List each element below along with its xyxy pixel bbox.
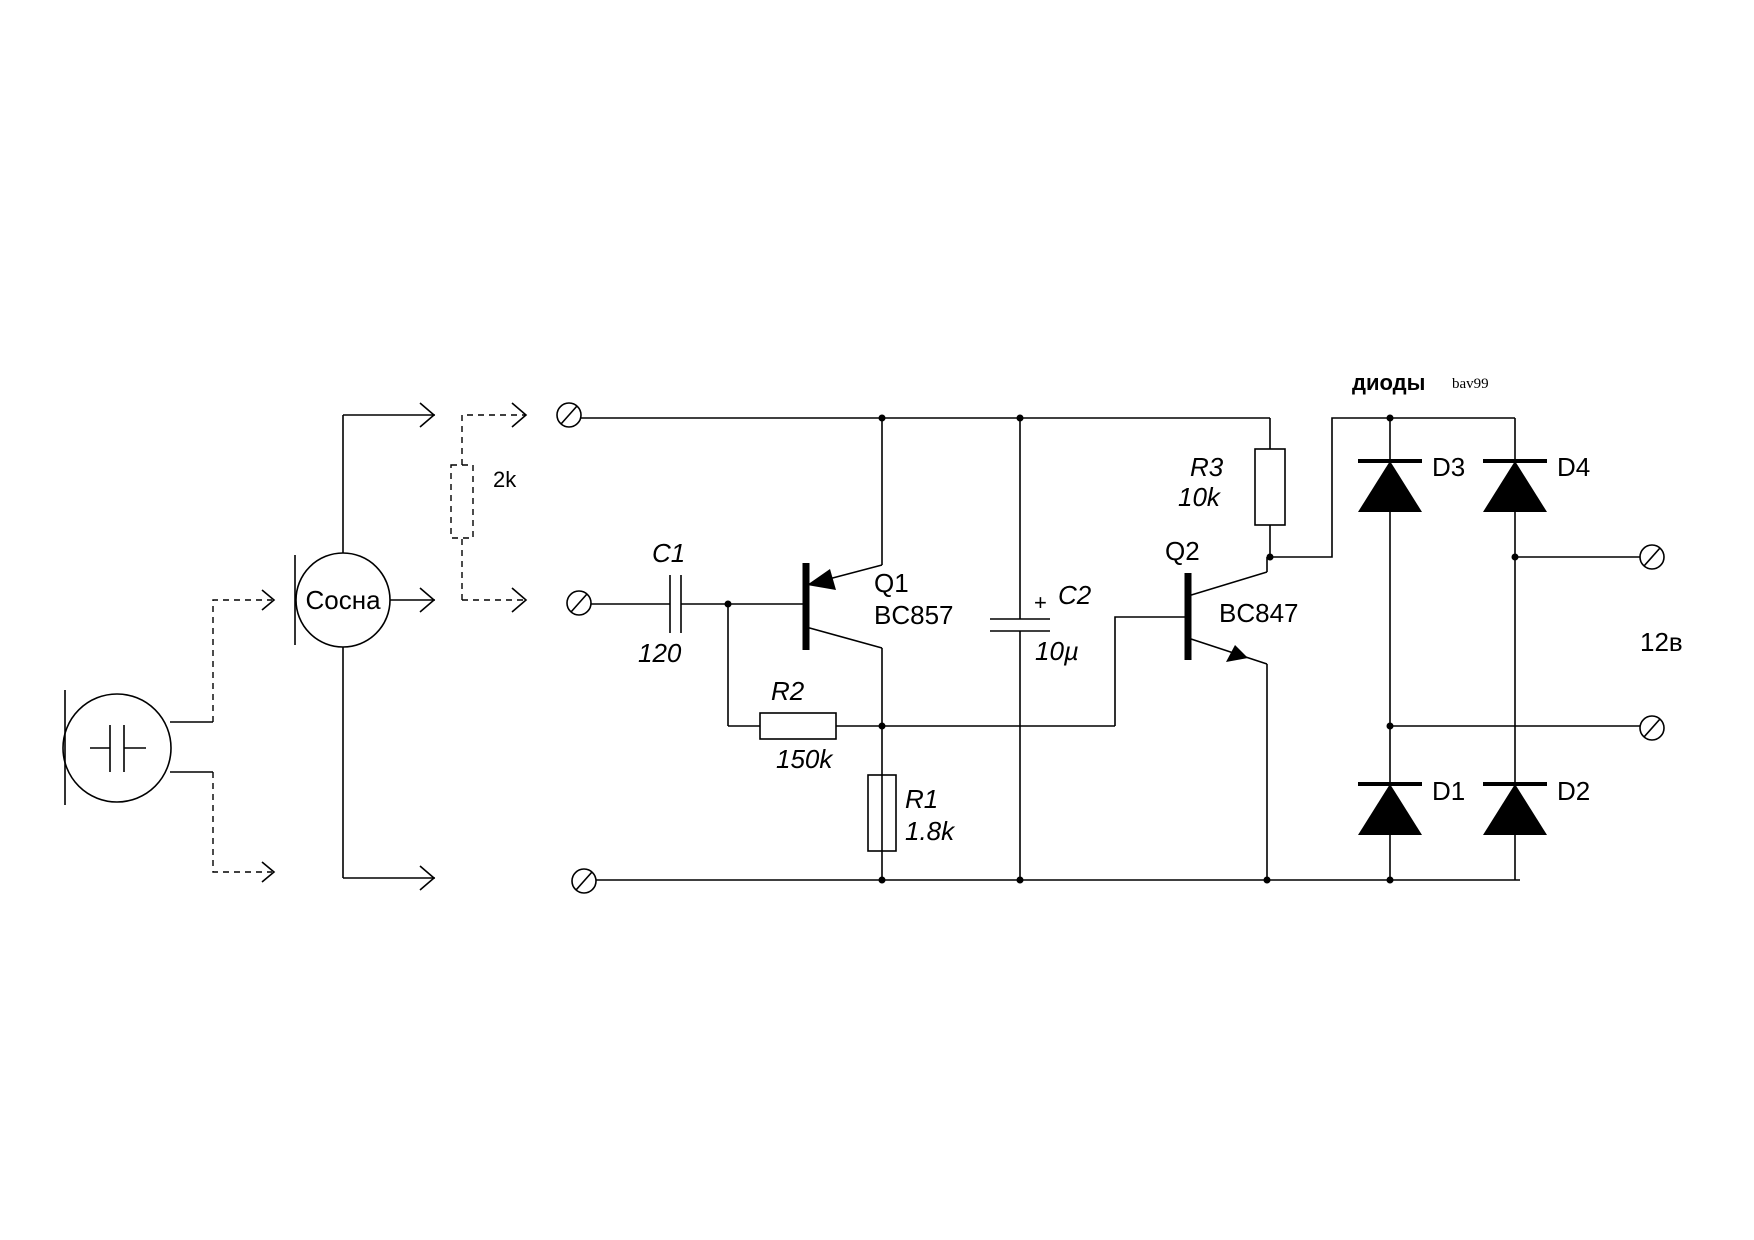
r3-value: 10k [1178,482,1222,512]
sosna-label: Сосна [305,585,381,615]
capacitor-c2: + C2 10µ [990,418,1092,880]
capacitor-c1: C1 120 [591,538,803,668]
q1-name: Q1 [874,568,909,598]
d4-label: D4 [1557,452,1590,482]
diode-d3 [1358,459,1422,512]
c2-plus: + [1034,590,1047,615]
r1-name: R1 [905,784,938,814]
supply-label: 12в [1640,627,1683,657]
c1-value: 120 [638,638,682,668]
q1-part: BC857 [874,600,954,630]
optional-resistor-label: 2k [493,467,517,492]
r3-name: R3 [1190,452,1224,482]
r2-name: R2 [771,676,805,706]
d3-label: D3 [1432,452,1465,482]
q2-part: BC847 [1219,598,1299,628]
diodes-part: bav99 [1452,376,1489,392]
d2-label: D2 [1557,776,1590,806]
optional-2k-resistor: 2k [450,402,528,613]
capacitive-sensor [62,690,213,805]
resistor-r3: R3 10k [1178,417,1390,558]
diode-d1 [1358,782,1422,835]
output-terminals: 12в [1639,544,1683,741]
rails [581,417,1520,881]
c2-name: C2 [1058,580,1092,610]
input-terminals [556,402,597,894]
q2-name: Q2 [1165,536,1200,566]
diodes-title: диоды [1352,370,1425,395]
diode-bridge: D3 D4 D1 D2 диоды bav99 [1352,370,1640,880]
transistor-q2: Q2 BC847 [1114,536,1299,880]
sensor-dashed-leads [212,589,276,883]
transistor-q1: Q1 BC857 [802,418,954,880]
resistor-r1: R1 1.8k [867,774,956,852]
diode-d4 [1483,459,1547,512]
resistor-r2: R2 150k [727,604,1115,774]
c1-name: C1 [652,538,685,568]
diode-d2 [1483,782,1547,835]
c2-value: 10µ [1035,636,1079,666]
r2-value: 150k [776,744,834,774]
d1-label: D1 [1432,776,1465,806]
junction-dots [724,414,1519,884]
r1-value: 1.8k [905,816,956,846]
sosna-module: Сосна [294,402,436,891]
